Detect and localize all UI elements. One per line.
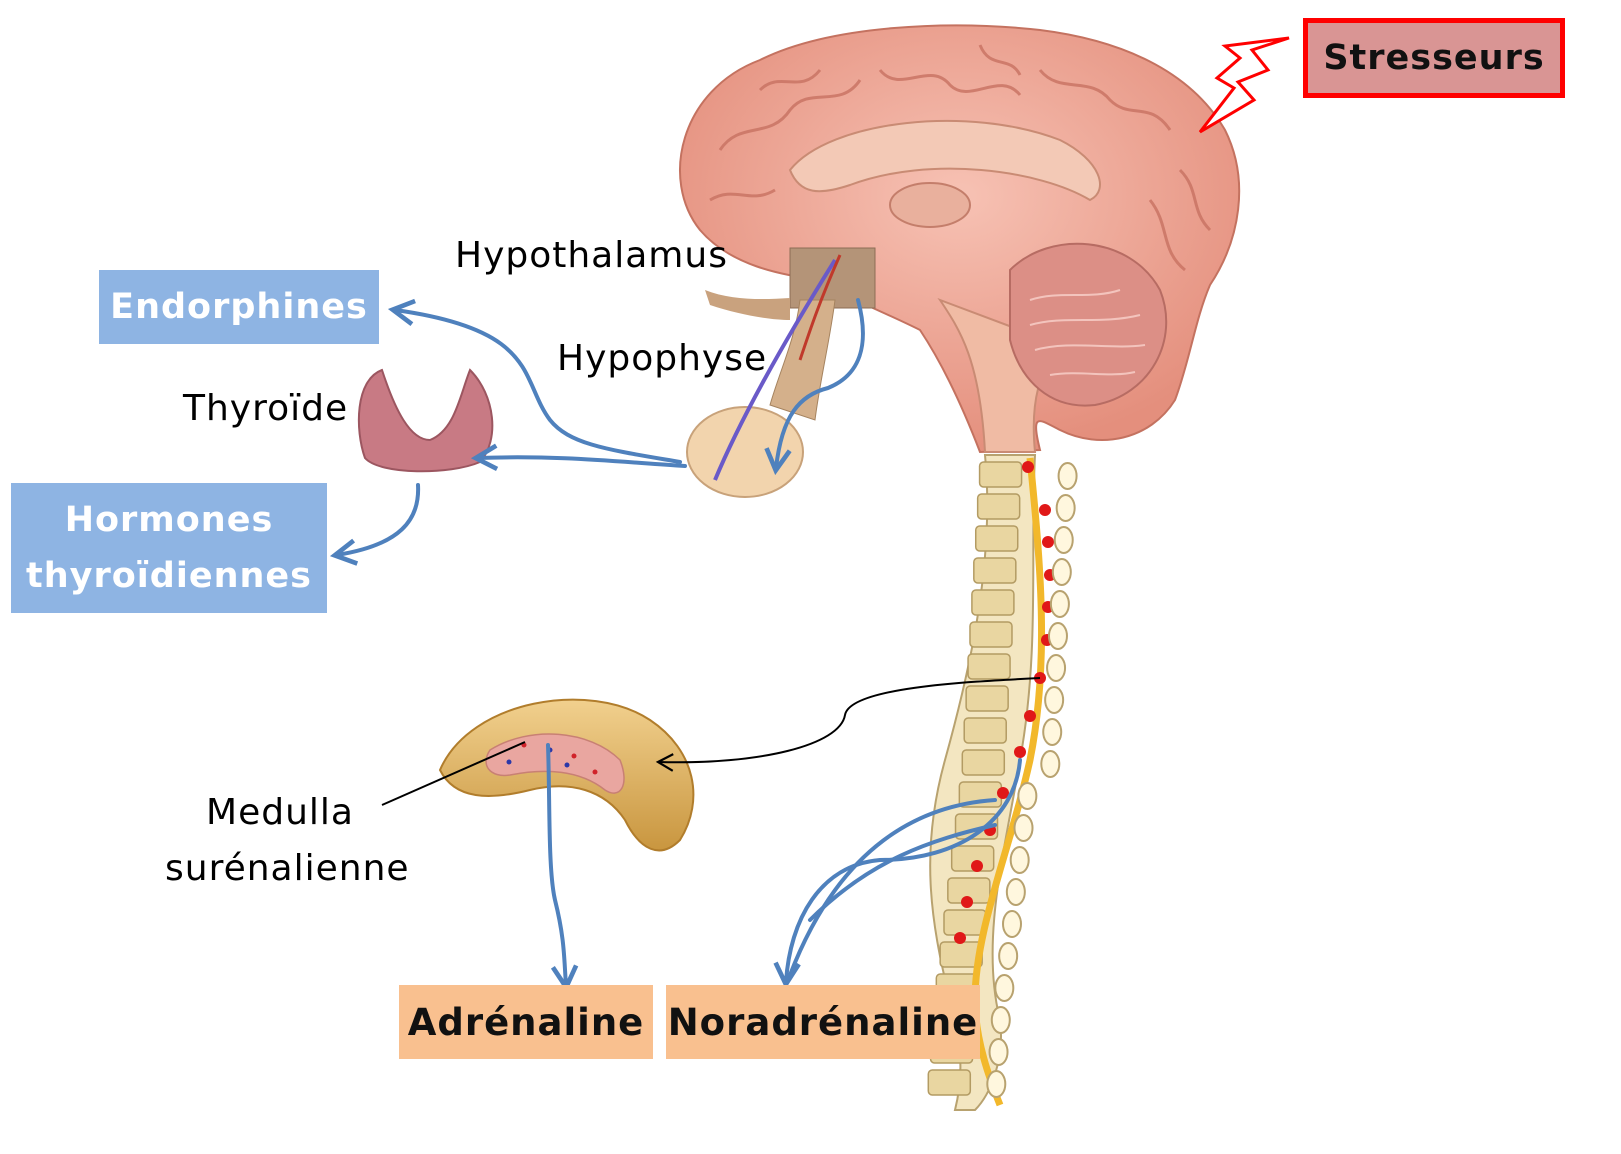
- hormones-thyroidiennes-box: Hormones thyroïdiennes: [11, 483, 327, 613]
- vertebral-process: [1041, 751, 1059, 777]
- vertebra: [978, 494, 1020, 519]
- nerve-dot: [1039, 504, 1051, 516]
- vertebral-process: [1018, 783, 1036, 809]
- lightning-bolt-icon: [1200, 38, 1289, 132]
- thyroide-label: Thyroïde: [183, 388, 348, 429]
- vertebra: [976, 526, 1018, 551]
- nerve-dot: [1014, 746, 1026, 758]
- thyroid-illustration: [359, 370, 492, 471]
- nerve-dot: [961, 896, 973, 908]
- medulla-label: Medulla surénalienne: [165, 785, 395, 897]
- vertebral-process: [1047, 655, 1065, 681]
- nerve-dot: [954, 932, 966, 944]
- vertebral-process: [999, 943, 1017, 969]
- vertebral-process: [995, 975, 1013, 1001]
- stressors-label: Stresseurs: [1323, 38, 1544, 78]
- endorphines-box: Endorphines: [99, 270, 379, 344]
- nerve-dot: [997, 787, 1009, 799]
- vertebral-process: [1049, 623, 1067, 649]
- vertebra: [970, 622, 1012, 647]
- vertebral-process: [1053, 559, 1071, 585]
- adrenal-gland-illustration: [440, 700, 693, 851]
- vertebral-process: [1055, 527, 1073, 553]
- vertebra: [944, 910, 986, 935]
- vertebral-process: [1007, 879, 1025, 905]
- vertebra: [980, 462, 1022, 487]
- noradrenaline-label: Noradrénaline: [668, 1001, 979, 1044]
- vertebral-process: [1057, 495, 1075, 521]
- adrenaline-box: Adrénaline: [399, 985, 653, 1059]
- hypophyse-label: Hypophyse: [557, 338, 767, 379]
- vertebral-process: [1051, 591, 1069, 617]
- hormones-label-line1: Hormones: [65, 492, 274, 548]
- vertebra: [974, 558, 1016, 583]
- vertebra: [972, 590, 1014, 615]
- hormones-label-line2: thyroïdiennes: [26, 548, 312, 604]
- vertebral-process: [1003, 911, 1021, 937]
- vertebral-process: [990, 1039, 1008, 1065]
- vertebral-process: [992, 1007, 1010, 1033]
- nerve-dot: [1022, 461, 1034, 473]
- stressors-box: Stresseurs: [1303, 18, 1565, 98]
- nerve-dot: [1042, 536, 1054, 548]
- adrenaline-label: Adrénaline: [408, 1001, 645, 1044]
- vertebra: [966, 686, 1008, 711]
- vertebra: [928, 1070, 970, 1095]
- medulla-label-line2: surénalienne: [165, 841, 395, 897]
- arrow-thyroid-to-hormones: [337, 485, 418, 555]
- medulla-label-line1: Medulla: [165, 785, 395, 841]
- vertebra: [968, 654, 1010, 679]
- noradrenaline-box: Noradrénaline: [666, 985, 980, 1059]
- vertebra: [962, 750, 1004, 775]
- vertebral-process: [1043, 719, 1061, 745]
- nerve-dot: [971, 860, 983, 872]
- endorphines-label: Endorphines: [110, 287, 368, 327]
- vertebra: [964, 718, 1006, 743]
- nerve-dot: [1024, 710, 1036, 722]
- vertebral-process: [987, 1071, 1005, 1097]
- vertebral-process: [1045, 687, 1063, 713]
- brain-illustration: [680, 25, 1239, 452]
- vertebral-process: [1059, 463, 1077, 489]
- hypothalamus-label: Hypothalamus: [455, 235, 728, 276]
- vertebral-process: [1015, 815, 1033, 841]
- vertebral-process: [1011, 847, 1029, 873]
